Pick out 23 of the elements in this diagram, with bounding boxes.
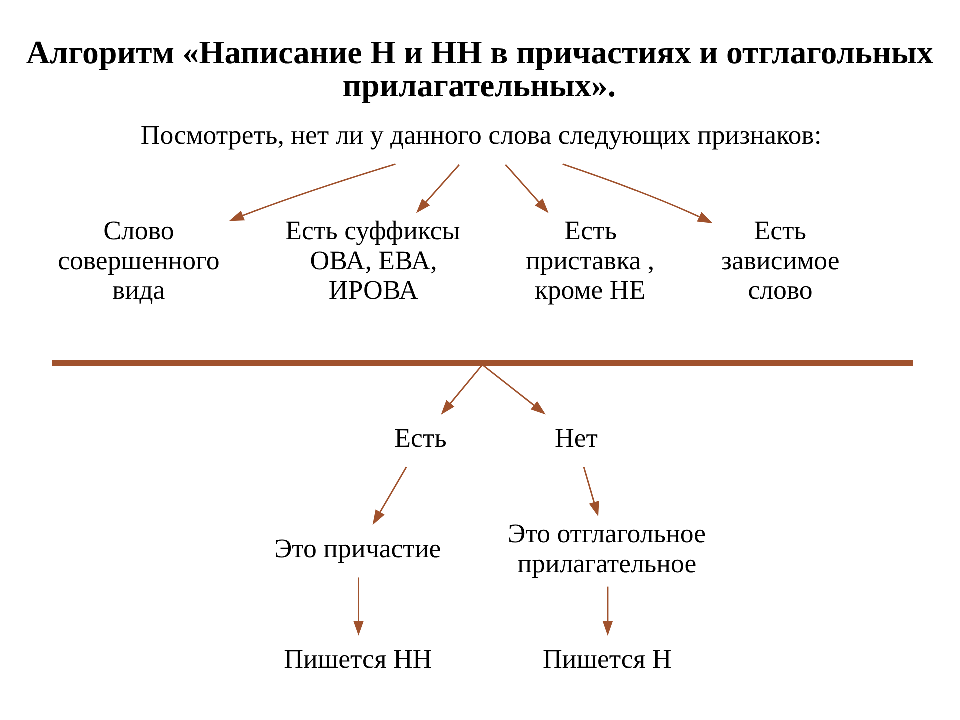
- node-text: Слово совершенного вида: [58, 214, 220, 305]
- arrow: [602, 586, 614, 636]
- arrow: [583, 466, 600, 516]
- arrow: [483, 364, 546, 414]
- diagram-title: Алгоритм «Написание Н и НН в причастиях и отглагольных прилагательных».: [26, 35, 934, 104]
- node-text: Нет: [554, 422, 598, 452]
- arrow: [354, 577, 364, 636]
- node-text: Пишется Н: [543, 643, 672, 674]
- node-text: Посмотреть, нет ли у данного слова следующих признаков:: [140, 119, 822, 150]
- node-brace: [52, 360, 914, 366]
- node-text: Это отглагольное прилагательное: [508, 518, 706, 578]
- arrow: [416, 164, 460, 213]
- arrow: [372, 466, 408, 525]
- node-text: Есть зависимое слово: [721, 214, 840, 305]
- node-text: Есть: [394, 422, 447, 452]
- node-text: Есть приставка , кроме НЕ: [526, 214, 655, 305]
- node-text: Пишется НН: [284, 643, 432, 674]
- arrow: [562, 163, 713, 224]
- node-text: Есть суффиксы ОВА, ЕВА, ИРОВА: [286, 214, 460, 305]
- arrow: [505, 164, 549, 213]
- node-text: Это причастие: [274, 532, 442, 563]
- arrow: [229, 163, 396, 221]
- arrow: [441, 364, 482, 415]
